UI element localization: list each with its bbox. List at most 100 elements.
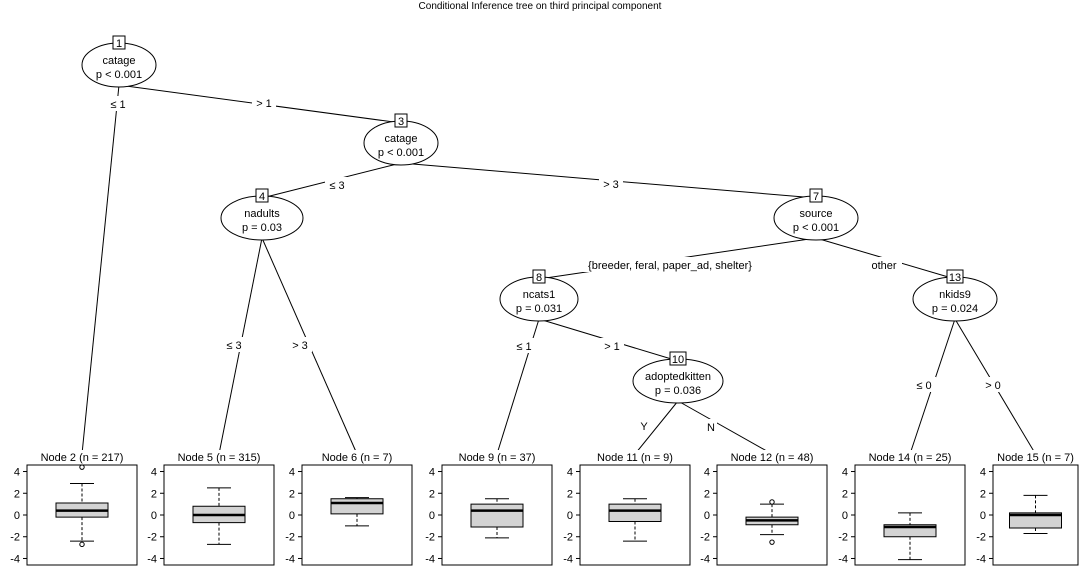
y-tick-label: -2 [563,532,573,544]
outlier-point [769,499,775,505]
edge-label-bg-10-12 [705,419,717,434]
node-id: 10 [672,354,684,366]
y-tick-label: -2 [425,532,435,544]
leaf-title-bg [988,450,1083,464]
edge-label-1-2: ≤ 1 [110,99,125,111]
leaf-title: Node 12 (n = 48) [731,452,814,464]
leaf-title-bg [32,450,132,464]
node-p-value: p < 0.001 [378,147,424,159]
edge-label-3-7: > 3 [603,179,619,191]
node-id: 13 [949,272,961,284]
y-tick-label: 2 [14,488,20,500]
y-tick-label: 0 [980,510,986,522]
y-tick-label: -4 [10,553,20,565]
edge-label-10-11: Y [640,421,648,433]
leaf-title: Node 15 (n = 7) [997,452,1074,464]
node-id: 7 [813,191,819,203]
y-tick-label: 0 [704,510,710,522]
leaf-title-bg [313,450,401,464]
leaf-node-15: Node 15 (n = 7)420-2-4 [976,450,1083,565]
leaf-title: Node 11 (n = 9) [597,452,673,464]
node-variable: source [799,208,832,220]
y-tick-label: 2 [842,488,848,500]
leaf-title: Node 5 (n = 315) [178,452,261,464]
node-variable: nkids9 [939,289,971,301]
edge-label-4-6: > 3 [292,340,308,352]
edge-label-8-9: ≤ 1 [516,341,531,353]
leaf-title-bg [450,450,544,464]
box-iqr [884,525,936,537]
edge-label-bg-13-14 [912,377,936,392]
leaf-node-6: Node 6 (n = 7)420-2-4 [285,450,412,565]
node-id: 1 [116,38,122,50]
node-id: 8 [536,272,542,284]
y-tick-label: 2 [980,488,986,500]
tree-inner-nodes: 1 catage p < 0.001 3 catage p < 0.001 4 nadults… [82,36,997,403]
node-p-value: p = 0.024 [932,303,978,315]
y-tick-label: 4 [289,467,295,479]
y-tick-label: 4 [980,467,986,479]
inner-node-3: 3 catage p < 0.001 [364,114,438,165]
leaf-node-9: Node 9 (n = 37)420-2-4 [425,450,552,565]
leaf-title-bg [169,450,269,464]
edge-label-bg-4-6 [288,337,312,352]
node-id: 3 [398,116,404,128]
edge-label-bg-3-7 [599,176,623,191]
edge-1-2 [82,85,119,454]
y-tick-label: 2 [704,488,710,500]
leaf-title-bg [588,450,682,464]
y-tick-label: -4 [563,553,573,565]
node-p-value: p < 0.001 [793,222,839,234]
node-variable: nadults [244,208,280,220]
edge-label-1-3: > 1 [256,98,272,110]
node-id-box [256,189,268,202]
y-tick-label: -2 [10,532,20,544]
leaf-node-14: Node 14 (n = 25) 4 2 0 -2 -4 [838,450,965,565]
y-tick-label: -4 [147,553,157,565]
node-variable: catage [102,55,135,67]
chart-title: Conditional Inference tree on third prin… [419,1,662,12]
edge-label-bg-4-5 [222,337,246,352]
y-tick-label: -4 [425,553,435,565]
node-p-value: p = 0.036 [655,385,701,397]
node-id-box [810,189,822,202]
y-tick-label: -4 [838,553,848,565]
leaf-title: Node 14 (n = 25) [869,452,952,464]
edge-label-bg-8-10 [600,338,624,353]
y-tick-label: 0 [14,510,20,522]
node-variable: catage [384,133,417,145]
edge-label-13-14: ≤ 0 [916,380,931,392]
edge-label-bg-10-11 [638,418,650,433]
node-id-box [947,270,963,283]
edge-label-bg-13-15 [981,377,1005,392]
tree-edge-labels: ≤ 1> 1≤ 3> 3≤ 3> 3{breeder, feral, paper… [106,95,1005,434]
y-tick-label: -2 [285,532,295,544]
y-tick-label: -4 [700,553,710,565]
y-tick-label: 4 [151,467,157,479]
y-tick-label: 0 [842,510,848,522]
y-tick-label: 4 [842,467,848,479]
y-tick-label: 4 [567,467,573,479]
leaf-title-bg [860,450,960,464]
y-tick-label: -2 [838,532,848,544]
node-id: 4 [259,191,265,203]
edge-label-bg-8-9 [512,338,536,353]
y-tick-label: -2 [976,532,986,544]
node-id-box [670,352,686,365]
edge-label-bg-1-3 [252,95,276,110]
y-tick-label: 4 [704,467,710,479]
edge-label-13-15: > 0 [985,380,1001,392]
y-tick-label: -2 [147,532,157,544]
inner-node-13: 13 nkids9 p = 0.024 [913,270,997,321]
y-tick-label: 0 [289,510,295,522]
y-tick-label: 0 [567,510,573,522]
node-id-box [533,270,545,283]
node-p-value: p < 0.001 [96,69,142,81]
edge-10-12 [678,401,772,454]
edge-label-3-4: ≤ 3 [329,180,344,192]
leaf-title: Node 9 (n = 37) [459,452,536,464]
edge-label-7-13: other [871,260,896,272]
